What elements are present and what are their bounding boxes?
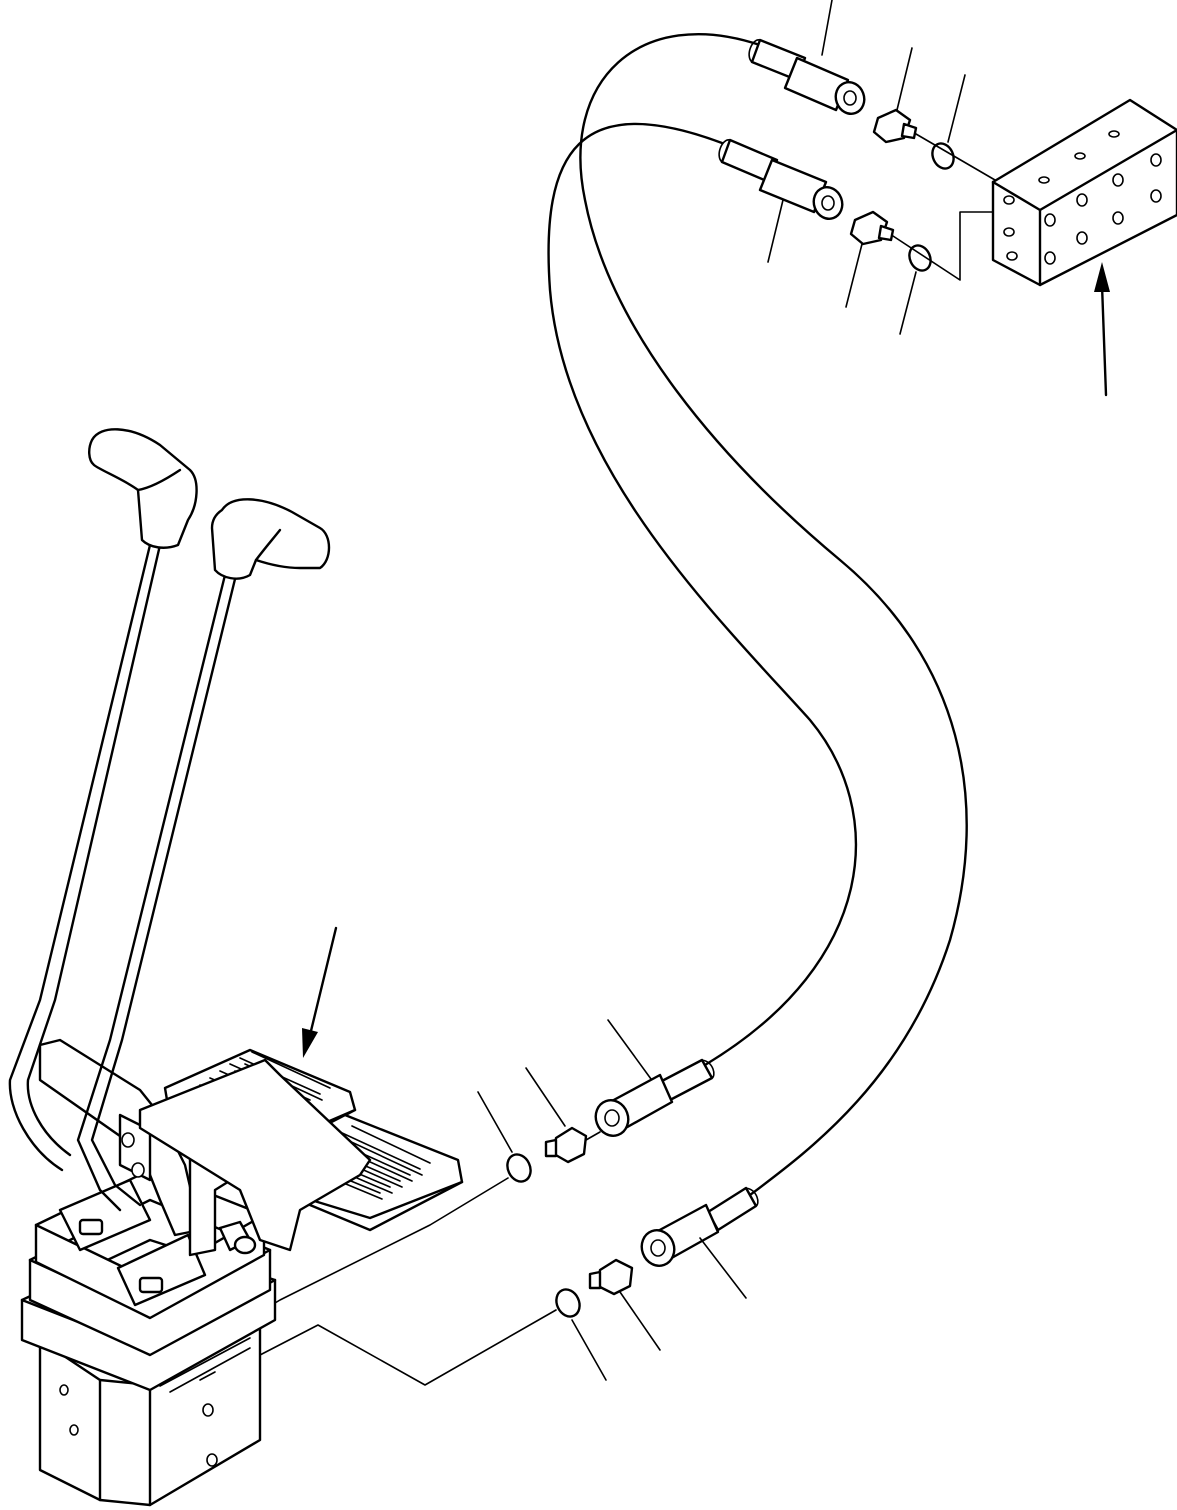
o-ring-top-1 — [931, 142, 955, 170]
pilot-valve-body — [20, 1168, 277, 1507]
pedal-pointer-arrow — [302, 926, 338, 1058]
hose-end-fitting-top-2 — [718, 138, 844, 220]
centerline-top-1 — [915, 133, 996, 181]
centerline-bottom-1a — [585, 1131, 601, 1141]
adapter-top-2 — [849, 210, 895, 246]
leader-lines-bottom — [477, 1019, 747, 1381]
centerline-top-2 — [892, 211, 996, 281]
o-ring-bottom-2 — [555, 1288, 581, 1318]
adapter-top-1 — [872, 108, 918, 144]
connection-line-2 — [259, 1309, 557, 1386]
hose-end-fitting-top-1 — [748, 38, 866, 115]
adapter-bottom-1 — [544, 1126, 588, 1164]
hose-upper — [579, 33, 968, 1197]
pedal-arm-plate — [138, 1058, 372, 1252]
hose-end-fitting-bottom-2 — [640, 1186, 759, 1267]
adapter-bottom-2 — [588, 1258, 634, 1296]
leader-lines-top — [767, 0, 966, 335]
hose-end-fitting-bottom-1 — [594, 1058, 715, 1137]
o-ring-bottom-1 — [506, 1153, 532, 1183]
o-ring-top-2 — [908, 244, 932, 272]
manifold-pointer-arrow — [1094, 262, 1110, 397]
hose-lower — [547, 122, 857, 1067]
travel-lever-right — [76, 498, 331, 1212]
travel-lever-left — [8, 428, 198, 1172]
valve-manifold-block — [991, 98, 1177, 287]
